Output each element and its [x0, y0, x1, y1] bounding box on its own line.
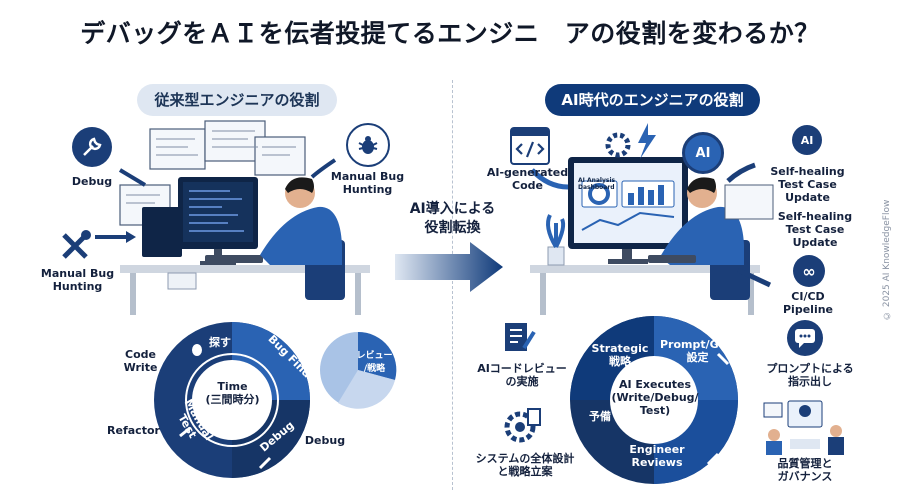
ai-badge-icon: AI: [792, 125, 822, 155]
cycle-label-engineer-reviews: Engineer Reviews: [629, 443, 685, 469]
lightning-icon: [638, 123, 656, 159]
keyboard: [648, 255, 696, 263]
pie-label-review: レビュー /戦略: [356, 351, 393, 374]
document-pen-icon: [502, 320, 536, 354]
dashboard-title: AI Analysis Dashboard: [578, 177, 616, 191]
desk-top: [530, 265, 760, 273]
role-shift-label: AI導入による 役割転換: [409, 201, 496, 236]
self-healing-label-1: Self-healing Test Case Update: [770, 165, 845, 204]
plant: [546, 214, 566, 266]
manual-bug-hunting-left-label: Manual Bug Hunting: [40, 267, 115, 293]
debug-label: Debug: [71, 175, 113, 188]
ai-era-work-cycle: [570, 316, 738, 484]
refactor-label: Refactor: [107, 424, 160, 437]
infinity-icon: ∞: [793, 255, 825, 287]
prompt-instruction-label: プロンプトによる 指示出し: [766, 362, 854, 388]
cycle-segment-strategic: [570, 316, 654, 400]
cycle-segment-bug-find: [232, 322, 310, 400]
cycle-label-strategic: Strategic 戦略: [591, 342, 649, 368]
transition-arrow-icon: [395, 242, 503, 292]
copyright-watermark: © 2025 AI KnowledgeFlow: [882, 199, 892, 320]
cycle-label-prompt-goal: Prompt/Goal 設定: [660, 338, 738, 364]
cicd-pipeline-label: CI/CD Pipeline: [783, 290, 833, 316]
team-review-illustration: [763, 400, 844, 455]
system-design-label: システムの全体設計 と戦略立案: [475, 452, 575, 478]
tools-icon: [58, 227, 94, 263]
traditional-work-cycle: [154, 322, 310, 478]
ai-code-review-label: AIコードレビュー の実施: [477, 362, 567, 388]
code-write-label: Code Write: [123, 348, 158, 374]
quality-governance-label: 品質管理と ガバナンス: [777, 457, 833, 483]
page-title: デバッグをＡＩを伝者投提てるエンジニ アの役割を変わるか？: [80, 19, 820, 48]
panel-divider: [452, 80, 453, 490]
cycle-center-ai-executes: AI Executes (Write/Debug/ Test): [611, 378, 699, 417]
self-healing-label-2: Self-healing Test Case Update: [777, 210, 853, 249]
manual-bug-hunting-right-label: Manual Bug Hunting: [330, 170, 405, 196]
engineer-figure: [260, 177, 345, 300]
ai-gear-icon: AI: [682, 132, 724, 174]
bug-icon: [192, 344, 202, 356]
keyboard: [205, 255, 263, 263]
desk-top: [120, 265, 370, 273]
review-strategy-pie: [320, 331, 397, 409]
traditional-role-header: 従来型エンジニアの役割: [137, 84, 337, 116]
cycle-segment-prompt: [654, 316, 738, 400]
ai-era-engineer-illustration: [530, 123, 774, 315]
cycle-segment-debug: [232, 400, 310, 478]
chat-icon: [787, 320, 823, 356]
cycle-segment-review: [654, 400, 738, 484]
wrench-icon: [72, 127, 112, 167]
ai-era-role-header: AI時代のエンジニアの役割: [545, 84, 760, 116]
code-window: [119, 120, 306, 226]
traditional-engineer-illustration: [95, 120, 370, 315]
cycle-label-reserve: 予備: [589, 410, 611, 423]
ai-generated-code-label: AI-generated Code: [486, 166, 569, 192]
engineer-figure: [660, 177, 750, 300]
gear-icon: [605, 132, 631, 158]
debug-outside-label: Debug: [304, 434, 346, 447]
gear-target-icon: [502, 405, 542, 445]
cycle-center-time: Time (三間時分): [205, 380, 260, 406]
code-file-icon: [510, 127, 550, 165]
cycle-label-search: 探す: [209, 336, 231, 349]
bug-icon: [346, 123, 390, 167]
